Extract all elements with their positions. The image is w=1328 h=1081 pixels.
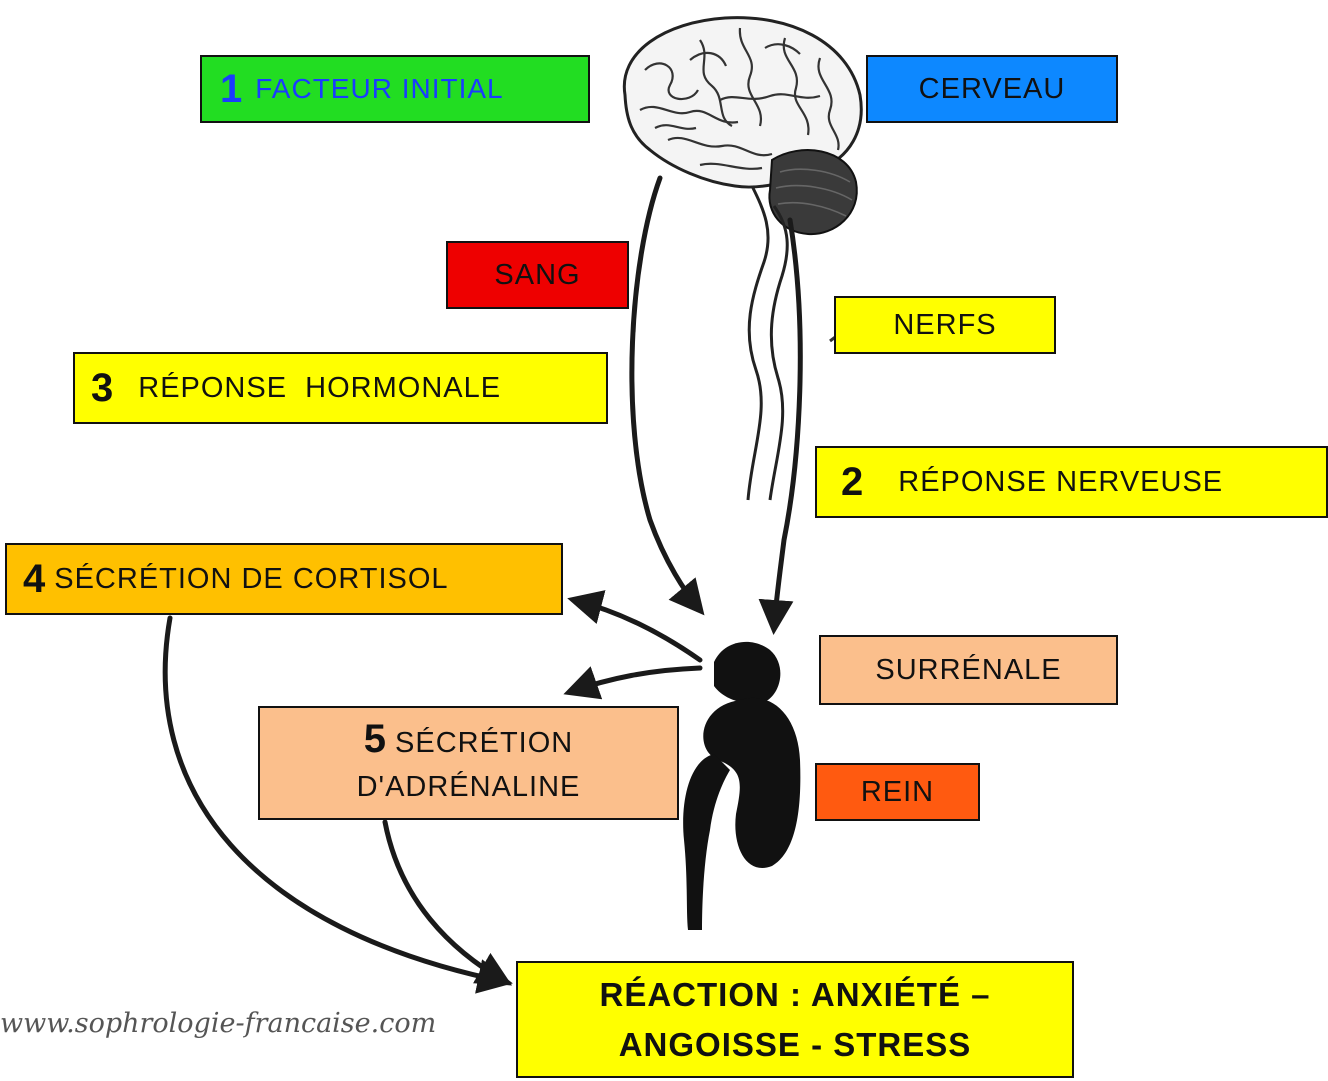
step-number-3: 3 <box>91 366 114 411</box>
secretion-adrenaline-label-1: SÉCRÉTION <box>395 727 573 759</box>
reponse-hormonale-label: RÉPONSE HORMONALE <box>138 372 501 405</box>
sang-box: SANG <box>446 241 629 309</box>
kidney-illustration <box>683 642 800 930</box>
step-number-2: 2 <box>841 460 864 505</box>
reponse-nerveuse-box: 2 RÉPONSE NERVEUSE <box>815 446 1328 518</box>
arrow-adrenal-to-adrenaline <box>570 668 700 692</box>
secretion-cortisol-label: SÉCRÉTION DE CORTISOL <box>54 563 448 596</box>
arrow-brain-to-adrenal-blood <box>632 178 700 610</box>
reponse-hormonale-box: 3 RÉPONSE HORMONALE <box>73 352 608 424</box>
step-number-5: 5 <box>364 717 387 761</box>
secretion-cortisol-box: 4 SÉCRÉTION DE CORTISOL <box>5 543 563 615</box>
arrow-brain-to-adrenal-nerves <box>774 220 800 628</box>
rein-label: REIN <box>861 776 934 809</box>
surrenale-label: SURRÉNALE <box>875 654 1061 687</box>
surrenale-box: SURRÉNALE <box>819 635 1118 705</box>
arrow-adrenaline-to-reaction <box>385 822 506 982</box>
step-number-1: 1 <box>220 67 243 112</box>
cerveau-box: CERVEAU <box>866 55 1118 123</box>
sang-label: SANG <box>494 259 580 292</box>
nerfs-label: NERFS <box>893 309 996 342</box>
rein-box: REIN <box>815 763 980 821</box>
reaction-line-1: RÉACTION : ANXIÉTÉ – <box>600 970 991 1020</box>
secretion-adrenaline-label-2: D'ADRÉNALINE <box>357 765 581 809</box>
step-number-4: 4 <box>23 557 46 602</box>
facteur-initial-label: FACTEUR INITIAL <box>255 73 503 105</box>
reponse-nerveuse-label: RÉPONSE NERVEUSE <box>898 466 1223 499</box>
nerfs-box: NERFS <box>834 296 1056 354</box>
reaction-line-2: ANGOISSE - STRESS <box>619 1020 972 1070</box>
reaction-box: RÉACTION : ANXIÉTÉ – ANGOISSE - STRESS <box>516 961 1074 1078</box>
source-watermark: www.sophrologie-francaise.com <box>0 1008 436 1039</box>
facteur-initial-box: 1 FACTEUR INITIAL <box>200 55 590 123</box>
brain-illustration <box>624 18 861 500</box>
arrow-adrenal-to-cortisol <box>574 600 700 660</box>
cerveau-label: CERVEAU <box>919 73 1066 106</box>
